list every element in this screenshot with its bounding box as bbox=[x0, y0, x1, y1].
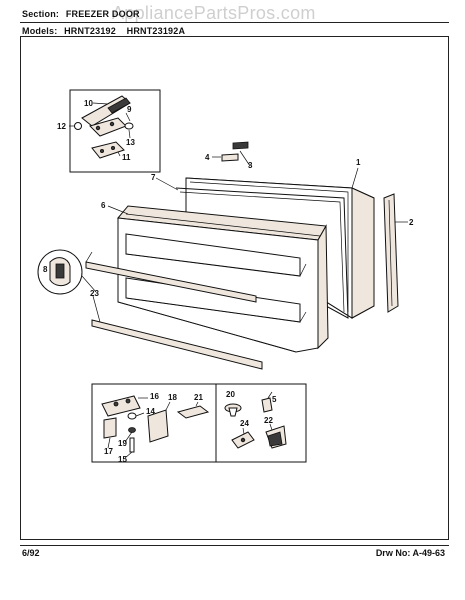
watermark: AppliancePartsPros.com bbox=[112, 3, 316, 23]
date-code: 6/92 bbox=[22, 548, 40, 558]
callout-4: 4 bbox=[205, 153, 210, 162]
diagram-frame bbox=[20, 36, 449, 540]
small-trim-parts bbox=[212, 141, 251, 167]
callout-labels: 1 2 3 4 5 6 7 8 9 10 11 12 13 14 15 16 1… bbox=[43, 99, 414, 464]
callout-9: 9 bbox=[127, 105, 132, 114]
model-number: HRNT23192A bbox=[126, 26, 186, 36]
callout-2: 2 bbox=[409, 218, 414, 227]
lower-shelf-rail bbox=[91, 319, 263, 370]
callout-15: 15 bbox=[118, 455, 127, 464]
callout-17: 17 bbox=[104, 447, 113, 456]
callout-16: 16 bbox=[150, 392, 159, 401]
hinge-bracket-part bbox=[91, 141, 125, 159]
callout-8: 8 bbox=[43, 265, 48, 274]
section-header: Section: FREEZER DOOR bbox=[22, 9, 148, 19]
accessory-inset-box bbox=[215, 383, 307, 463]
washer-part bbox=[124, 122, 134, 130]
section-label: Section: bbox=[22, 9, 60, 19]
callout-10: 10 bbox=[84, 99, 93, 108]
callout-7: 7 bbox=[151, 173, 156, 182]
callout-6: 6 bbox=[101, 201, 106, 210]
drawing-number: Drw No: A-49-63 bbox=[375, 548, 445, 558]
upper-shelf-rail bbox=[85, 261, 257, 303]
hinge-bracket-plate bbox=[147, 409, 169, 443]
callout-14: 14 bbox=[146, 407, 155, 416]
trim-clip-part bbox=[232, 141, 249, 150]
screw-grommet-part bbox=[261, 397, 273, 413]
callout-11: 11 bbox=[122, 153, 131, 162]
screw-part bbox=[74, 122, 82, 130]
hinge-shim-part bbox=[176, 405, 210, 419]
callout-5: 5 bbox=[272, 395, 277, 404]
callout-19: 19 bbox=[118, 439, 127, 448]
retainer-detail-circle bbox=[37, 249, 97, 295]
callout-24: 24 bbox=[240, 419, 249, 428]
hinge-pin bbox=[129, 437, 135, 453]
footer-divider bbox=[20, 545, 449, 546]
section-value: FREEZER DOOR bbox=[65, 9, 140, 19]
callout-20: 20 bbox=[226, 390, 235, 399]
callout-18: 18 bbox=[168, 393, 177, 402]
leader-lines bbox=[92, 167, 408, 323]
trim-cap-part bbox=[221, 153, 239, 162]
callout-1: 1 bbox=[356, 158, 361, 167]
callout-23: 23 bbox=[90, 289, 99, 298]
callout-22: 22 bbox=[264, 416, 273, 425]
callout-3: 3 bbox=[248, 161, 253, 170]
callout-12: 12 bbox=[57, 122, 66, 131]
shelf-trim-rails bbox=[85, 251, 263, 370]
callout-21: 21 bbox=[194, 393, 203, 402]
bottom-hinge-plate bbox=[101, 395, 141, 417]
hardware-inset-box bbox=[91, 383, 217, 463]
hinge-washer bbox=[127, 412, 137, 420]
callout-13: 13 bbox=[126, 138, 135, 147]
hinge-inset-box bbox=[69, 89, 161, 173]
models-label: Models: bbox=[22, 26, 58, 36]
inner-door-liner bbox=[117, 205, 329, 353]
door-handle-strip bbox=[383, 193, 399, 313]
door-stop-part bbox=[103, 417, 117, 439]
models-header: Models: HRNT23192 HRNT23192A bbox=[22, 26, 193, 36]
hinge-bushing bbox=[128, 427, 136, 433]
model-number: HRNT23192 bbox=[64, 26, 116, 36]
hinge-cover-insert bbox=[107, 97, 131, 114]
header-divider bbox=[20, 22, 449, 23]
